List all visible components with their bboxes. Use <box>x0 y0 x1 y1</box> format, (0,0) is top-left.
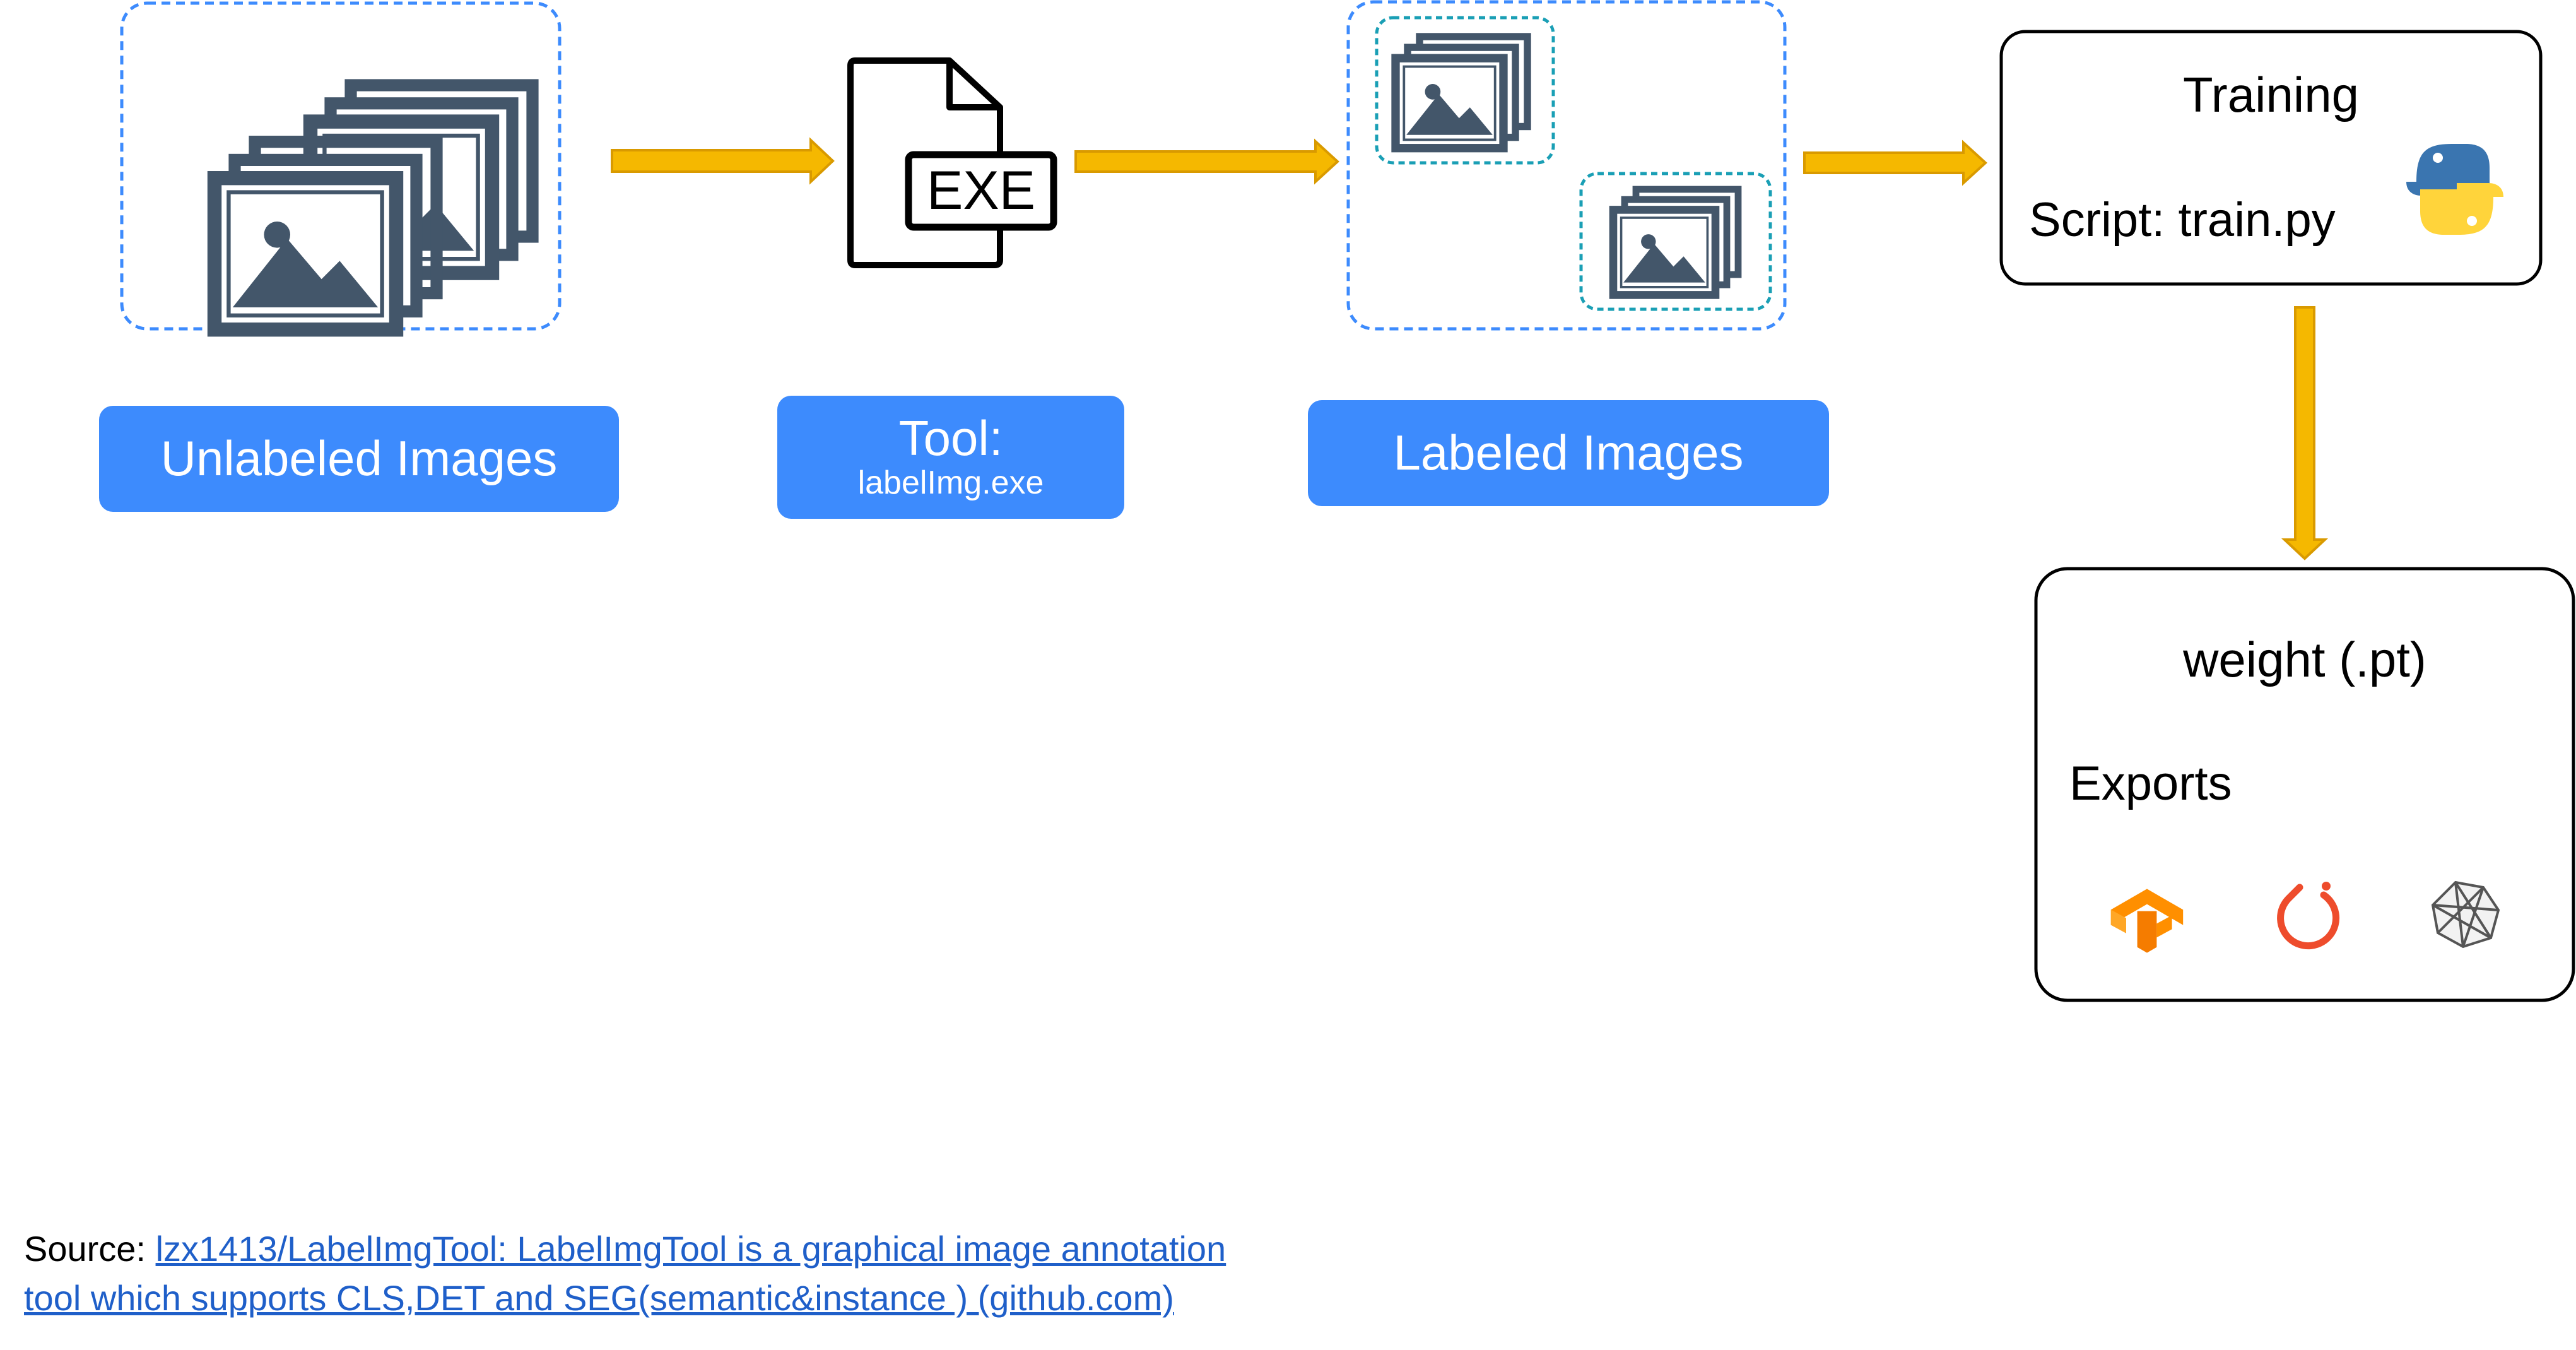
labeled-images-container <box>1346 0 1787 331</box>
weights-title: weight (.pt) <box>2183 632 2426 687</box>
source-link-line1: lzx1413/LabelImgTool: LabelImgTool is a … <box>155 1229 1226 1269</box>
image-stack-icon <box>1396 37 1527 148</box>
weights-box <box>2034 567 2575 1002</box>
source-citation: Source: lzx1413/LabelImgTool: LabelImgTo… <box>24 1224 1349 1323</box>
exports-label: Exports <box>2069 757 2232 810</box>
pytorch-icon <box>2277 882 2340 950</box>
unlabeled-images-label: Unlabeled Images <box>99 406 619 512</box>
image-stack-icon <box>215 85 532 329</box>
python-icon <box>2406 144 2503 235</box>
source-link[interactable]: lzx1413/LabelImgTool: LabelImgTool is a … <box>24 1229 1226 1318</box>
onnx-icon <box>2431 880 2500 949</box>
tool-title: Tool: <box>898 410 1003 466</box>
labeled-images-text: Labeled Images <box>1393 425 1744 481</box>
source-prefix: Source: <box>24 1229 156 1269</box>
source-link-line2: tool which supports CLS,DET and SEG(sema… <box>24 1278 1174 1318</box>
training-box <box>1999 30 2543 286</box>
labeled-image-box <box>1579 172 1772 311</box>
flow-arrow <box>611 137 835 185</box>
image-stack-icon <box>1613 189 1738 295</box>
labeled-images-label: Labeled Images <box>1308 400 1829 506</box>
tool-subtitle: labelImg.exe <box>857 464 1044 501</box>
tensorflow-icon <box>2110 889 2184 953</box>
unlabeled-images-text: Unlabeled Images <box>160 430 558 487</box>
flow-arrow <box>1803 139 1987 186</box>
labeled-image-box <box>1375 16 1555 165</box>
exe-file-icon: EXE <box>847 57 1057 268</box>
training-title: Training <box>2183 67 2359 122</box>
tool-label: Tool: labelImg.exe <box>777 396 1124 519</box>
training-script: Script: train.py <box>2029 193 2336 247</box>
exe-file-text: EXE <box>927 160 1035 221</box>
flow-arrow-down <box>2281 306 2329 560</box>
flow-arrow <box>1074 138 1339 185</box>
